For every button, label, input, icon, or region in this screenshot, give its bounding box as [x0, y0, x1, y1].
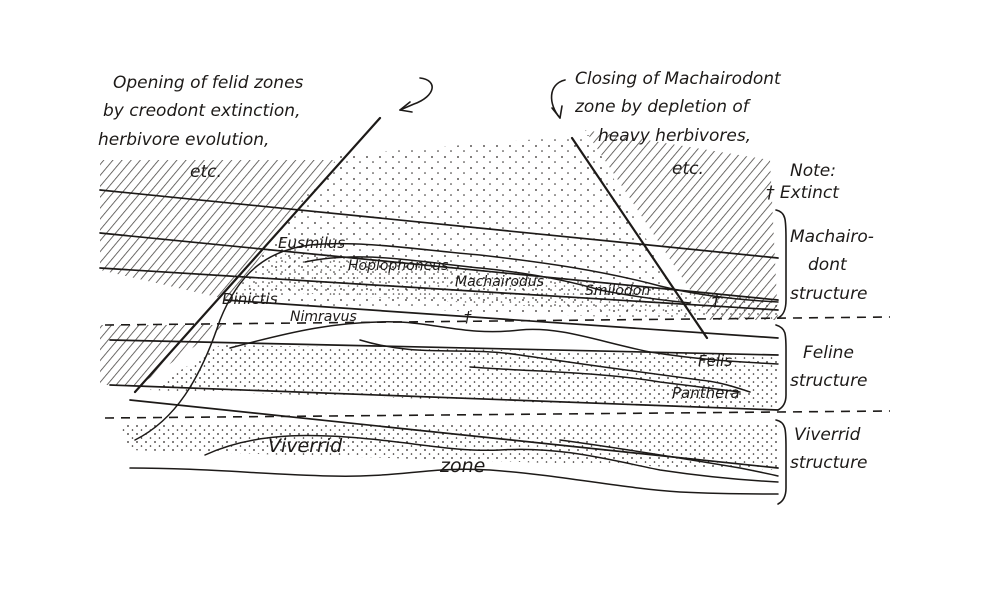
structure-braces	[775, 209, 787, 505]
taxon-felis: Felis	[698, 352, 732, 370]
closing-annotation-line-3: heavy herbivores,	[598, 126, 751, 146]
annotation-arrows	[399, 77, 566, 119]
extinct-mark-nimravus: †	[464, 308, 472, 326]
lineage-curves	[129, 242, 779, 495]
structure-feline-line-2: structure	[790, 371, 868, 391]
zone-label-viverrid: Viverrid	[268, 435, 343, 457]
taxon-panthera: Panthera	[672, 384, 740, 402]
extinct-mark-smilodon: †	[712, 291, 721, 311]
note-label: Note:	[790, 161, 836, 181]
opening-annotation-line-1: Opening of felid zones	[113, 73, 304, 93]
closing-annotation-line-1: Closing of Machairodont	[575, 69, 782, 89]
opening-annotation-line-3: herbivore evolution,	[98, 130, 269, 150]
hatched-region-left	[100, 160, 340, 215]
taxon-nimravus: Nimravus	[290, 309, 357, 325]
taxon-eusmilus: Eusmilus	[278, 234, 345, 252]
closing-line	[570, 136, 709, 340]
opening-line	[133, 116, 382, 394]
structure-viverrid-line-1: Viverrid	[794, 425, 861, 445]
structure-viverrid-line-2: structure	[790, 453, 868, 473]
structure-dividers	[104, 316, 891, 419]
opening-annotation-line-2: by creodont extinction,	[103, 101, 300, 121]
structure-machairodont-line-3: structure	[790, 284, 868, 304]
taxon-smilodon: Smilodon	[585, 283, 650, 299]
hatched-region-right	[585, 130, 778, 320]
dotted-region-feline	[150, 345, 778, 410]
taxon-dinictis: Dinictis	[222, 290, 278, 308]
opening-annotation-line-4: etc.	[190, 162, 222, 182]
note-extinct-key: † Extinct	[766, 183, 840, 203]
closing-annotation-line-4: etc.	[672, 159, 704, 179]
structure-machairodont-line-2: dont	[808, 255, 848, 275]
zone-label-zone: zone	[439, 455, 485, 477]
taxon-machairodus: Machairodus	[455, 274, 544, 290]
structure-machairodont-line-1: Machairo-	[790, 227, 874, 247]
structure-feline-line-1: Feline	[803, 343, 854, 363]
closing-annotation-line-2: zone by depletion of	[574, 97, 752, 117]
taxon-hoplophoneus: Hoplophoneus	[348, 258, 448, 274]
